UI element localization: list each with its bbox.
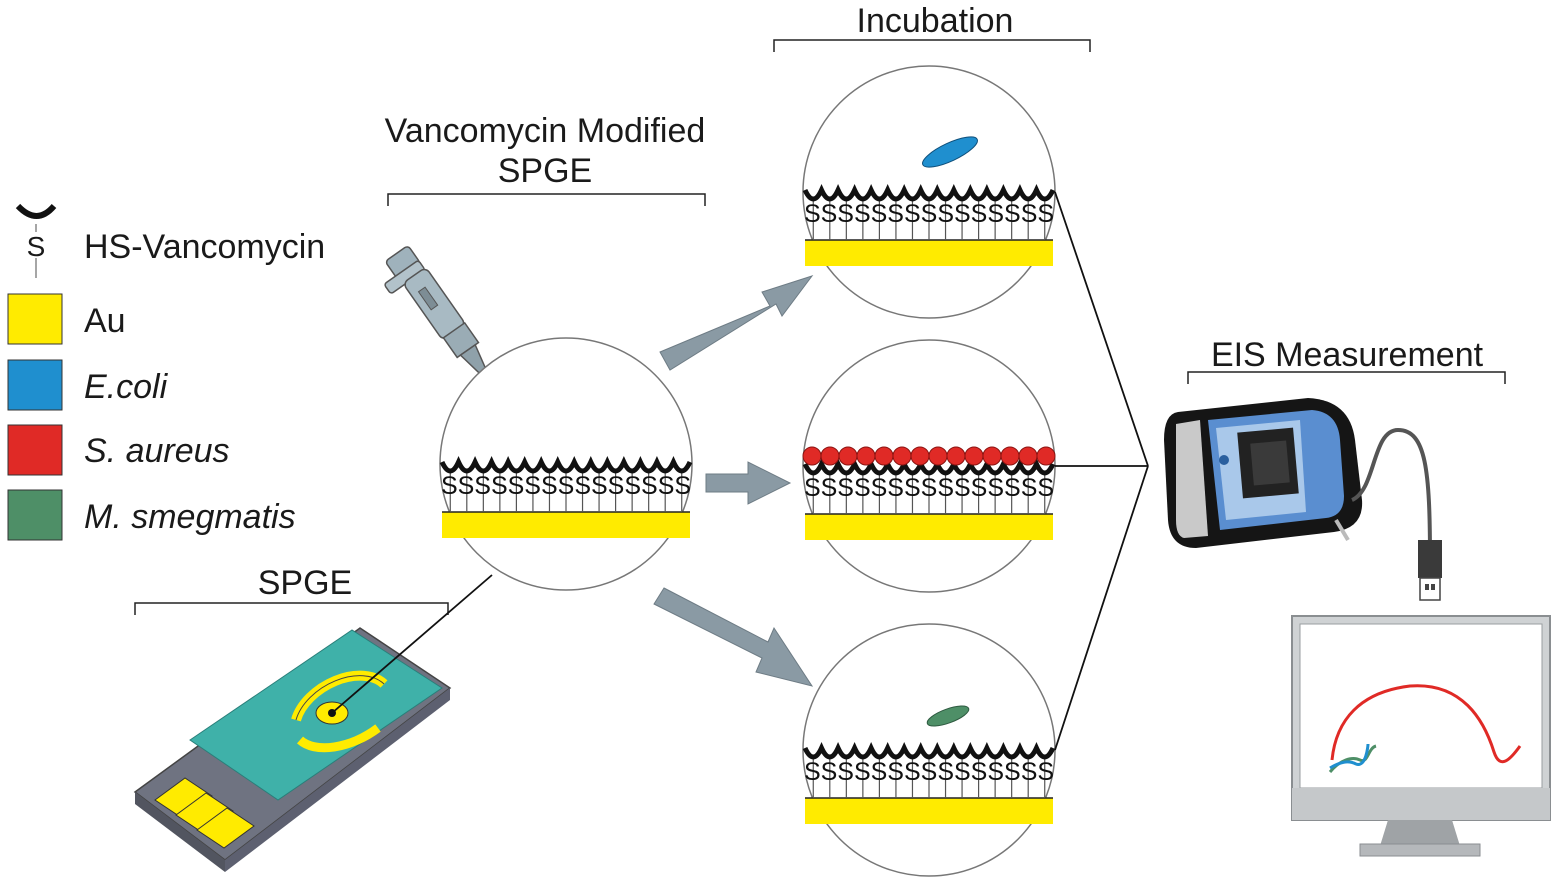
- saureus-coccus: [802, 446, 822, 466]
- saureus-label: S. aureus: [84, 432, 230, 470]
- saureus-binding-circle: SSSSSSSSSSSSSSS: [802, 339, 1056, 593]
- ecoli-binding-circle: SSSSSSSSSSSSSSS: [802, 65, 1056, 319]
- usb-plug-icon: [1418, 540, 1442, 601]
- saureus-coccus: [892, 446, 912, 466]
- sulfur-row: SSSSSSSSSSSSSSS: [804, 200, 1054, 228]
- modified-bracket: [387, 193, 706, 206]
- saureus-coccus: [1000, 446, 1020, 466]
- saureus-coccus: [964, 446, 984, 466]
- spge-section: SPGE: [133, 564, 493, 872]
- incubation-bracket: [773, 39, 1091, 52]
- ecoli-bacterium: [922, 136, 978, 168]
- incubation-section: Incubation SSSSSSSSSSSSSSS SSSSSSSSSSSSS…: [773, 2, 1091, 877]
- au-label: Au: [84, 302, 126, 340]
- saureus-coccus: [1018, 446, 1038, 466]
- arrow-to-saureus: [705, 461, 792, 505]
- screen-printed-electrode: [133, 627, 452, 872]
- msmegmatis-bacterium: [926, 705, 970, 727]
- spge-title: SPGE: [258, 564, 352, 602]
- computer-monitor-icon: [1291, 615, 1551, 857]
- modified-title-line1: Vancomycin Modified: [385, 112, 706, 150]
- legend: S HS-Vancomycin Au E.coli S. aureus M. s…: [7, 203, 325, 541]
- ecoli-swatch: [7, 359, 63, 411]
- zoom-line: [331, 574, 493, 714]
- saureus-coccus: [874, 446, 894, 466]
- ecoli-impedance-curve: [1329, 743, 1370, 770]
- saureus-coccus: [856, 446, 876, 466]
- usb-cable: [1350, 427, 1432, 578]
- au-swatch: [7, 293, 63, 345]
- modified-spge-section: Vancomycin Modified SPGE SSSSSSSSSSSSSSS: [384, 112, 706, 591]
- saureus-coccus: [820, 446, 840, 466]
- saureus-impedance-curve: [1330, 684, 1522, 764]
- saureus-coccus: [910, 446, 930, 466]
- msmegmatis-swatch: [7, 489, 63, 541]
- arrow-to-msmegmatis: [653, 587, 814, 687]
- potentiostat-icon: [1164, 398, 1363, 548]
- ecoli-label: E.coli: [84, 368, 169, 406]
- msmegmatis-binding-circle: SSSSSSSSSSSSSSS: [802, 623, 1056, 877]
- arrow-to-ecoli: [659, 275, 814, 371]
- sulfur-row: SSSSSSSSSSSSSSS: [441, 472, 691, 500]
- saureus-coccus: [1036, 446, 1056, 466]
- modified-title-line2: SPGE: [498, 152, 592, 190]
- eis-title: EIS Measurement: [1211, 336, 1484, 374]
- hs-vancomycin-legend-symbol: S: [15, 203, 57, 278]
- saureus-bacteria: [802, 446, 1056, 466]
- saureus-swatch: [7, 424, 63, 476]
- process-arrows: [653, 275, 814, 687]
- saureus-coccus: [838, 446, 858, 466]
- incubation-title: Incubation: [857, 2, 1014, 40]
- eis-bracket: [1187, 371, 1506, 384]
- sulfur-symbol: S: [27, 231, 46, 262]
- saureus-coccus: [982, 446, 1002, 466]
- connection-lines: [1054, 191, 1149, 751]
- sulfur-row: SSSSSSSSSSSSSSS: [804, 758, 1054, 786]
- saureus-coccus: [946, 446, 966, 466]
- contact-pads: [154, 777, 255, 849]
- electrode-rings: [291, 670, 388, 753]
- msmegmatis-label: M. smegmatis: [84, 498, 296, 536]
- saureus-coccus: [928, 446, 948, 466]
- sulfur-row: SSSSSSSSSSSSSSS: [804, 474, 1054, 502]
- spge-bracket: [134, 602, 449, 615]
- eis-section: EIS Measurement: [1164, 336, 1551, 857]
- hs-vancomycin-label: HS-Vancomycin: [84, 228, 325, 266]
